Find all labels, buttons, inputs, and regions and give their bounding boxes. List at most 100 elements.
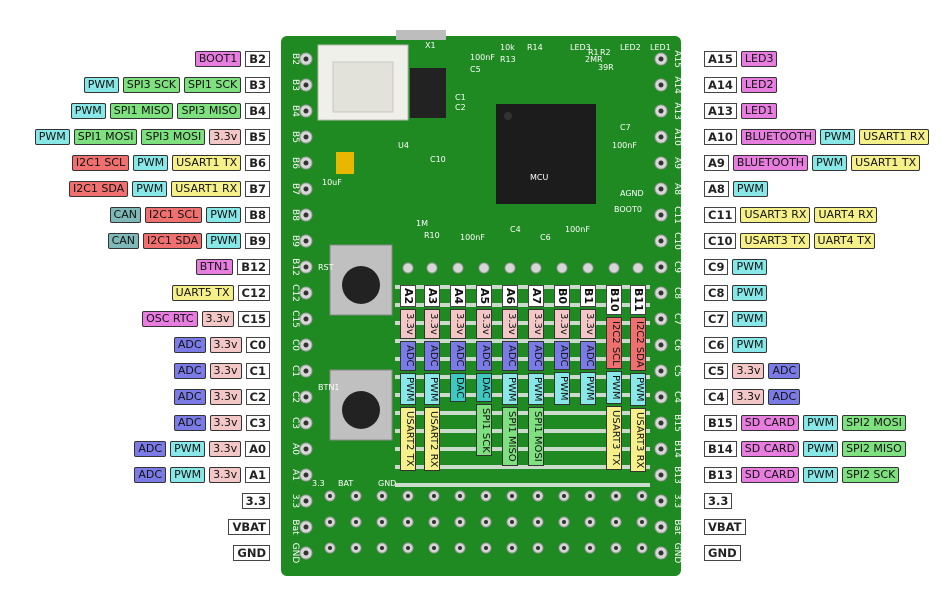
function-tag: I2C1 SDA <box>143 233 203 249</box>
proto-pad-hole <box>458 494 462 498</box>
right-pad-hole <box>658 290 664 296</box>
pin-name: C11 <box>704 207 737 223</box>
function-tag: PWM <box>70 103 106 119</box>
function-tag: ADC <box>173 389 206 405</box>
function-tag: 3.3v <box>424 309 440 339</box>
pin-name: B12 <box>237 259 270 275</box>
silkscreen-part-label: C7 <box>620 123 631 132</box>
top-row-pad <box>402 262 414 274</box>
proto-pad-hole <box>432 494 436 498</box>
silkscreen-left-label: C12 <box>290 284 300 302</box>
silkscreen-part-label: 100nF <box>565 225 590 234</box>
pin-name: C3 <box>245 415 270 431</box>
silkscreen-part-label: R14 <box>527 43 543 52</box>
silkscreen-part-label: 2MR <box>585 55 603 64</box>
left-pin-row: VBAT <box>0 519 270 535</box>
pin-name: B1 <box>580 285 596 308</box>
function-tag: SD CARD <box>740 415 800 431</box>
function-tag: 3.3v <box>528 309 544 339</box>
proto-pad-hole <box>536 494 540 498</box>
function-tag: 3.3v <box>209 389 242 405</box>
function-tag: PWM <box>528 372 544 406</box>
function-tag: 3.3v <box>502 309 518 339</box>
voltage-regulator <box>410 68 446 118</box>
function-tag: 3.3v <box>400 309 416 339</box>
silkscreen-part-label: BOOT0 <box>614 205 642 214</box>
left-pad-hole <box>303 238 309 244</box>
proto-strip <box>395 411 650 415</box>
proto-pad-hole <box>484 520 488 524</box>
function-tag: PWM <box>803 415 839 431</box>
function-tag: PWM <box>400 372 416 406</box>
left-pad-hole <box>303 342 309 348</box>
function-tag: SD CARD <box>740 467 800 483</box>
right-pad-hole <box>658 316 664 322</box>
pin-name: C2 <box>245 389 270 405</box>
pin-name: A7 <box>528 285 544 308</box>
silkscreen-part-label: 100nF <box>612 141 637 150</box>
pin-name: A14 <box>704 77 737 93</box>
proto-pad-hole <box>510 546 514 550</box>
silkscreen-left-label: B4 <box>290 105 300 117</box>
silkscreen-part-label: C1 <box>455 93 466 102</box>
function-tag: PWM <box>606 371 622 404</box>
function-tag: PWM <box>206 207 242 223</box>
silkscreen-right-label: C10 <box>672 232 682 250</box>
silkscreen-left-label: B8 <box>290 209 300 221</box>
left-pad-hole <box>303 498 309 504</box>
function-tag: SPI1 MISO <box>109 103 174 119</box>
function-tag: 3.3v <box>209 467 242 483</box>
function-tag: PWM <box>732 311 768 327</box>
pin-name: A13 <box>704 103 737 119</box>
function-tag: ADC <box>450 341 466 371</box>
left-pad-hole <box>303 56 309 62</box>
silkscreen-part-label: LED2 <box>620 43 641 52</box>
left-pad-hole <box>303 212 309 218</box>
pin-name: A8 <box>704 181 729 197</box>
function-tag: SD CARD <box>740 441 800 457</box>
pin-name: VBAT <box>704 519 746 535</box>
function-tag: PWM <box>170 441 206 457</box>
function-tag: UART4 RX <box>814 207 878 223</box>
silkscreen-right-label: A14 <box>672 76 682 94</box>
pin-name: A5 <box>476 285 492 308</box>
silkscreen-left-label: B9 <box>290 235 300 247</box>
pin-name: C12 <box>237 285 270 301</box>
pin-name: B6 <box>245 155 270 171</box>
function-tag: I2C2 SCL <box>606 316 622 370</box>
proto-strip <box>395 321 650 325</box>
silkscreen-left-label: B2 <box>290 53 300 65</box>
function-tag: I2C1 SCL <box>71 155 130 171</box>
function-tag: PWM <box>132 181 168 197</box>
proto-strip <box>395 483 650 487</box>
silkscreen-right-label: A9 <box>672 157 682 169</box>
left-pad-hole <box>303 290 309 296</box>
function-tag: LED1 <box>740 103 778 119</box>
silkscreen-right-label: C4 <box>672 391 682 403</box>
pin-name: 3.3 <box>241 493 270 509</box>
function-tag: USART1 TX <box>172 155 242 171</box>
function-tag: USART3 RX <box>740 207 811 223</box>
function-tag: ADC <box>768 363 801 379</box>
function-tag: PWM <box>732 285 768 301</box>
pin-name: 3.3 <box>704 493 733 509</box>
function-tag: I2C1 SDA <box>69 181 129 197</box>
proto-strip <box>395 393 650 397</box>
battery-connector-inner <box>332 61 394 113</box>
right-pad-hole <box>658 238 664 244</box>
function-tag: 3.3v <box>732 389 765 405</box>
